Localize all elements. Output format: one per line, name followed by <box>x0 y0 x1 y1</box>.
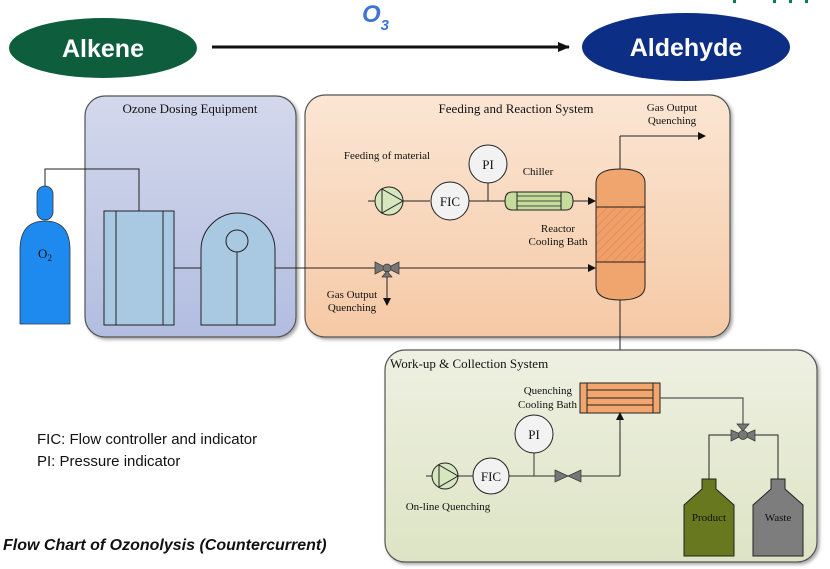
alkene-label: Alkene <box>62 35 144 63</box>
legend: FIC: Flow controller and indicator PI: P… <box>37 431 257 470</box>
ozone-reagent: O3 <box>362 1 390 34</box>
fic-feed: FIC <box>430 181 470 221</box>
output-distribution: Product Waste <box>660 397 804 557</box>
pi-feed: PI <box>468 144 508 184</box>
quench-pump-icon <box>431 462 459 490</box>
waste-bottle: Waste <box>752 478 804 557</box>
workup-title: Work-up & Collection System <box>390 356 548 371</box>
quench-bath-label-2: Cooling Bath <box>518 399 577 411</box>
reactor-cooling-label-2: Cooling Bath <box>529 236 588 248</box>
svg-text:FIC: FIC <box>440 194 460 209</box>
gas-output-top-label: Gas Output <box>647 102 697 114</box>
svg-text:Product: Product <box>692 512 726 524</box>
three-way-valve-icon <box>374 261 400 278</box>
distribution-valve-icon <box>730 423 756 442</box>
legend-fic: FIC: Flow controller and indicator <box>37 431 257 448</box>
chiller-label: Chiller <box>523 166 554 178</box>
quench-feed-line: FIC PI <box>426 412 624 495</box>
feed-pump-icon <box>374 186 405 216</box>
reactor-column <box>595 132 706 381</box>
reaction-header: Alkene O3 Aldehyde <box>9 1 790 81</box>
ozone-generator <box>103 210 276 326</box>
gas-output-bottom-label-2: Quenching <box>328 302 377 314</box>
corner-decoration <box>733 0 808 3</box>
fic-quench: FIC <box>472 457 510 495</box>
legend-pi: PI: Pressure indicator <box>37 453 180 470</box>
ozone-gas-line <box>275 261 596 306</box>
pi-quench: PI <box>514 414 554 454</box>
chiller-icon <box>504 191 574 211</box>
aldehyde-ellipse <box>582 13 790 81</box>
svg-text:FIC: FIC <box>481 469 501 484</box>
o2-cylinder: O2 <box>19 168 140 325</box>
gas-output-bottom-label: Gas Output <box>327 289 377 301</box>
quench-bath-icon <box>579 382 661 414</box>
gas-output-top-label-2: Quenching <box>648 115 697 127</box>
workup-panel: Work-up & Collection System Quenching Co… <box>384 349 818 563</box>
svg-text:PI: PI <box>528 427 540 442</box>
aldehyde-label: Aldehyde <box>630 34 743 62</box>
feeding-reaction-panel: Feeding and Reaction System Gas Output Q… <box>304 94 731 338</box>
alkene-ellipse <box>9 18 197 78</box>
ozone-dosing-title: Ozone Dosing Equipment <box>122 101 257 116</box>
online-quench-label: On-line Quenching <box>406 501 491 513</box>
needle-valve-icon <box>554 469 582 483</box>
reactor-cooling-label: Reactor <box>541 223 576 235</box>
product-bottle: Product <box>683 478 735 557</box>
quench-bath-label: Quenching <box>524 385 573 397</box>
feeding-reaction-title: Feeding and Reaction System <box>439 101 594 116</box>
o2-label: O2 <box>38 246 52 263</box>
figure-caption: Flow Chart of Ozonolysis (Countercurrent… <box>3 537 327 554</box>
svg-text:Waste: Waste <box>765 512 792 524</box>
feed-line: FIC PI <box>368 144 596 221</box>
feeding-material-label: Feeding of material <box>344 150 430 162</box>
svg-text:PI: PI <box>482 157 494 172</box>
